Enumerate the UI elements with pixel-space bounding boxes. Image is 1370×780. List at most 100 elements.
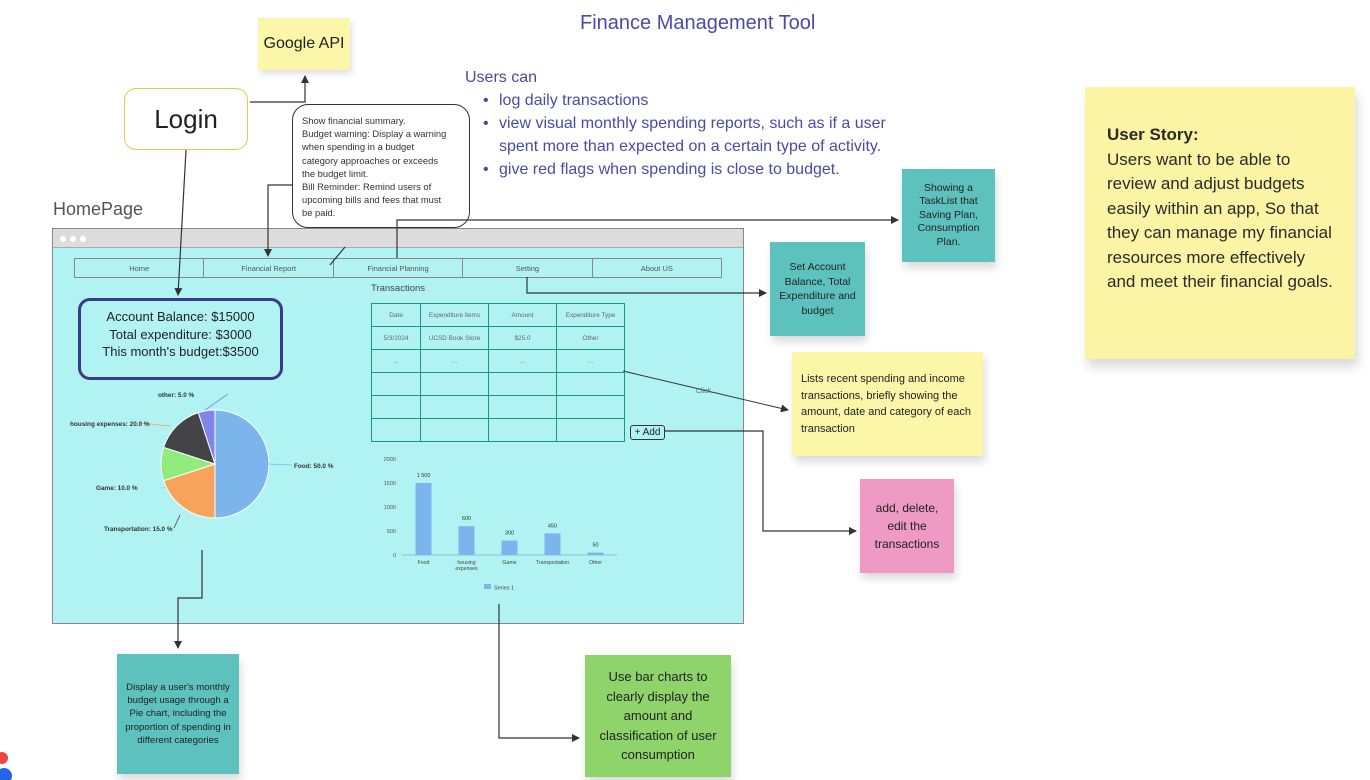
- bar-other: [587, 552, 604, 555]
- set-account-note: Set Account Balance, Total Expenditure a…: [770, 242, 865, 336]
- x-tick-label: Other: [589, 560, 602, 566]
- window-dot-icon: [60, 236, 66, 242]
- pie-label-connector: [139, 422, 171, 427]
- bubble-line: category approaches or exceeds: [302, 154, 439, 166]
- nav-item-about-us[interactable]: About US: [640, 263, 673, 273]
- legend-swatch: [484, 584, 491, 589]
- x-tick-label: Transportation: [536, 560, 569, 566]
- bubble-line: be paid.: [302, 207, 336, 219]
- monthly-budget: This month's budget:$3500: [102, 344, 259, 359]
- nav-bar: Home Financial Report Financial Planning…: [74, 258, 722, 278]
- bar-food: [415, 483, 432, 555]
- bar-data-label: 300: [505, 531, 514, 537]
- table-cell: [488, 395, 557, 419]
- connector-table-lists: [622, 370, 789, 413]
- table-header-cell: Amount: [488, 303, 557, 327]
- table-row[interactable]: [371, 372, 625, 396]
- transactions-table: Date Expenditure items Amount Expenditur…: [371, 303, 625, 442]
- account-summary-box: Account Balance: $15000 Total expenditur…: [78, 298, 283, 380]
- users-item: give red flags when spending is close to…: [479, 158, 925, 181]
- logo-fragment-icon: [0, 752, 8, 764]
- bar-chart-note: Use bar charts to clearly display the am…: [585, 655, 731, 777]
- browser-title-bar: [53, 229, 743, 248]
- pie-slice-food: [214, 409, 270, 519]
- login-box[interactable]: Login: [124, 88, 248, 150]
- bubble-line: when spending in a budget: [302, 141, 415, 153]
- bubble-line: Budget warning: Display a warning: [302, 128, 447, 140]
- table-row[interactable]: 5/3/2024 UCSD Book Store $25.0 Other: [371, 326, 625, 350]
- users-can-list: Users can log daily transactions view vi…: [465, 66, 925, 181]
- transactions-title: Transactions: [371, 283, 426, 294]
- nav-item-financial-planning[interactable]: Financial Planning: [334, 259, 464, 277]
- table-cell: [371, 372, 421, 396]
- nav-item-setting[interactable]: Setting: [463, 259, 593, 277]
- connector-bar-note: [498, 604, 580, 742]
- pie-label-connector: [160, 486, 167, 489]
- pie-slice-housing-expenses: [163, 463, 216, 519]
- bar-game: [501, 540, 518, 555]
- pie-data-label: Transportation: 15.0 %: [104, 526, 173, 533]
- page-title: Finance Management Tool: [580, 12, 816, 34]
- recent-transactions-note: Lists recent spending and income transac…: [792, 352, 983, 456]
- x-tick-label: housing: [457, 560, 475, 566]
- connector-add-note: [665, 430, 857, 535]
- y-tick-label: 1000: [384, 505, 396, 511]
- y-tick-label: 1500: [384, 481, 396, 487]
- pie-data-label: Food: 50.0 %: [294, 463, 334, 470]
- account-balance: Account Balance: $15000: [106, 309, 255, 324]
- pie-data-label: housing expenses: 20.0 %: [70, 421, 150, 428]
- table-cell: [420, 418, 489, 442]
- pie-chart: Food: 50.0 % housing expenses: 20.0 % Game…: [70, 392, 334, 533]
- x-tick-label: Food: [418, 560, 430, 566]
- table-cell: ...: [488, 349, 557, 373]
- click-label: Click: [696, 388, 712, 395]
- google-api-note: Google API: [258, 18, 350, 70]
- table-cell: [556, 418, 625, 442]
- user-story-heading: User Story:: [1107, 125, 1199, 144]
- bubble-line: upcoming bills and fees that must: [302, 194, 442, 206]
- connector-planning-tasklist: [396, 216, 899, 258]
- pie-data-label: Game: 10.0 %: [96, 485, 138, 492]
- bar-data-label: 1 500: [417, 473, 431, 479]
- connector-bubble-tail: [329, 246, 346, 266]
- y-tick-label: 500: [387, 529, 396, 535]
- window-dot-icon: [70, 236, 76, 242]
- users-item: log daily transactions: [479, 89, 925, 112]
- pie-slice-other: [197, 409, 216, 465]
- bar-housing-expenses: [458, 526, 475, 555]
- pie-label-connector: [267, 463, 293, 466]
- bubble-line: Bill Reminder: Remind users of: [302, 181, 432, 193]
- connector-login-google: [250, 75, 309, 103]
- y-tick-label: 0: [393, 553, 396, 559]
- table-row[interactable]: ... ... ... ...: [371, 349, 625, 373]
- legend-label: Series 1: [494, 586, 514, 592]
- table-row[interactable]: [371, 418, 625, 442]
- bar-data-label: 600: [462, 516, 471, 522]
- logo-fragment-icon: [0, 768, 12, 780]
- window-dot-icon: [80, 236, 86, 242]
- add-transaction-button[interactable]: + Add: [630, 425, 665, 440]
- tasklist-note: Showing a TaskList that Saving Plan, Con…: [902, 169, 995, 262]
- pie-chart-note: Display a user's monthly budget usage th…: [117, 654, 239, 774]
- pie-label-connector: [173, 514, 181, 529]
- bubble-line: the budget limit.: [302, 167, 369, 179]
- nav-item-financial-report[interactable]: Financial Report: [204, 259, 334, 277]
- pie-label-connector: [204, 393, 229, 411]
- y-tick-label: 2000: [384, 457, 396, 463]
- connector-bubble-report: [264, 184, 292, 257]
- nav-item-home[interactable]: Home: [75, 259, 205, 277]
- bubble-line: Show financial summary.: [302, 115, 406, 126]
- total-expenditure: Total expenditure: $3000: [109, 326, 252, 342]
- table-cell: [371, 418, 421, 442]
- summary-speech-bubble: Show financial summary. Budget warning: …: [292, 104, 470, 228]
- add-delete-note: add, delete, edit the transactions: [860, 479, 954, 573]
- user-story-text: Users want to be able to review and adju…: [1107, 149, 1333, 292]
- users-heading: Users can: [465, 69, 538, 86]
- bar-data-label: 450: [548, 523, 557, 529]
- pie-data-label: other: 5.0 %: [158, 392, 195, 399]
- table-cell: [420, 372, 489, 396]
- bar-transportation: [544, 533, 561, 555]
- users-item: view visual monthly spending reports, su…: [479, 112, 925, 158]
- connector-pie-note: [174, 550, 203, 649]
